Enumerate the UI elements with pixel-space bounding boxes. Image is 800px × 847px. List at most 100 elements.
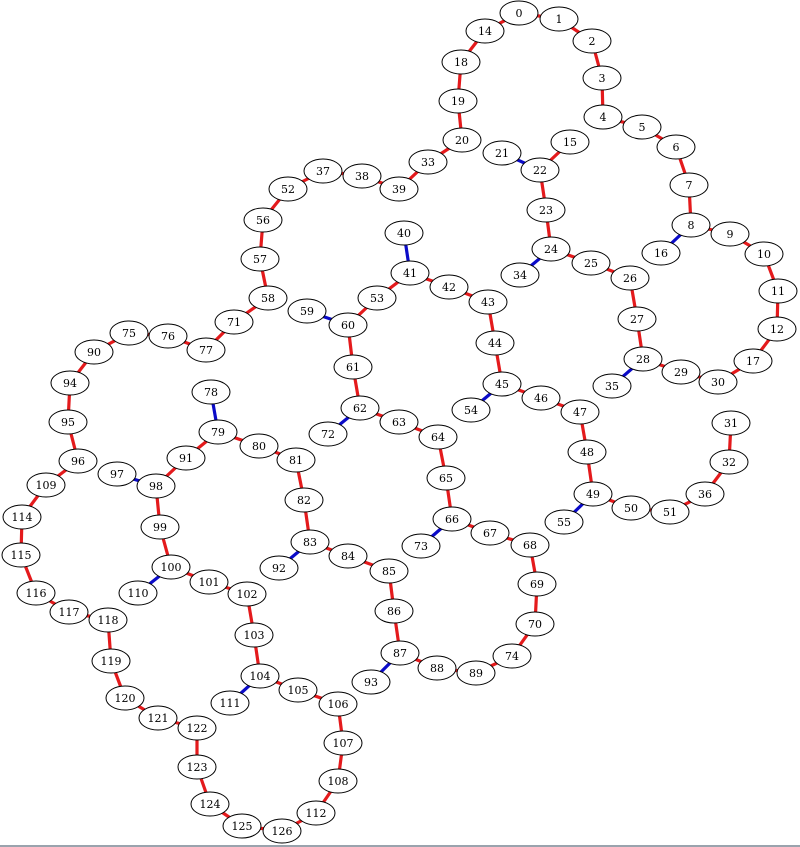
node-96[interactable]: 96 (58, 448, 98, 474)
node-51[interactable]: 51 (650, 499, 690, 525)
node-43[interactable]: 43 (468, 289, 508, 315)
node-87[interactable]: 87 (380, 640, 420, 666)
node-41[interactable]: 41 (390, 260, 430, 286)
node-92[interactable]: 92 (259, 555, 299, 581)
node-7[interactable]: 7 (669, 172, 709, 198)
node-55[interactable]: 55 (544, 509, 584, 535)
node-74[interactable]: 74 (492, 643, 532, 669)
node-83[interactable]: 83 (290, 529, 330, 555)
node-78[interactable]: 78 (191, 379, 231, 405)
node-19[interactable]: 19 (438, 88, 478, 114)
node-91[interactable]: 91 (166, 445, 206, 471)
node-48[interactable]: 48 (567, 439, 607, 465)
node-126[interactable]: 126 (262, 818, 302, 844)
node-26[interactable]: 26 (610, 265, 650, 291)
node-125[interactable]: 125 (222, 813, 262, 839)
node-34[interactable]: 34 (500, 262, 540, 288)
node-50[interactable]: 50 (611, 495, 651, 521)
node-39[interactable]: 39 (379, 176, 419, 202)
node-37[interactable]: 37 (303, 158, 343, 184)
node-8[interactable]: 8 (671, 212, 711, 238)
node-25[interactable]: 25 (571, 250, 611, 276)
node-27[interactable]: 27 (617, 306, 657, 332)
node-122[interactable]: 122 (177, 715, 217, 741)
node-24[interactable]: 24 (531, 236, 571, 262)
node-30[interactable]: 30 (698, 369, 738, 395)
node-72[interactable]: 72 (308, 421, 348, 447)
node-59[interactable]: 59 (287, 298, 327, 324)
node-29[interactable]: 29 (661, 359, 701, 385)
node-124[interactable]: 124 (190, 791, 230, 817)
node-10[interactable]: 10 (744, 241, 784, 267)
node-36[interactable]: 36 (685, 481, 725, 507)
node-105[interactable]: 105 (278, 677, 318, 703)
node-46[interactable]: 46 (521, 385, 561, 411)
node-82[interactable]: 82 (284, 487, 324, 513)
node-85[interactable]: 85 (369, 558, 409, 584)
node-62[interactable]: 62 (340, 395, 380, 421)
node-45[interactable]: 45 (482, 371, 522, 397)
node-63[interactable]: 63 (379, 409, 419, 435)
node-100[interactable]: 100 (151, 554, 191, 580)
node-108[interactable]: 108 (318, 768, 358, 794)
node-90[interactable]: 90 (74, 339, 114, 365)
node-97[interactable]: 97 (97, 461, 137, 487)
node-58[interactable]: 58 (248, 285, 288, 311)
node-84[interactable]: 84 (328, 543, 368, 569)
node-99[interactable]: 99 (140, 514, 180, 540)
node-6[interactable]: 6 (656, 134, 696, 160)
node-12[interactable]: 12 (757, 316, 797, 342)
node-49[interactable]: 49 (573, 481, 613, 507)
node-80[interactable]: 80 (239, 433, 279, 459)
node-93[interactable]: 93 (351, 669, 391, 695)
node-118[interactable]: 118 (88, 607, 128, 633)
node-69[interactable]: 69 (517, 571, 557, 597)
node-70[interactable]: 70 (515, 611, 555, 637)
node-89[interactable]: 89 (456, 660, 496, 686)
node-119[interactable]: 119 (91, 648, 131, 674)
node-22[interactable]: 22 (520, 157, 560, 183)
node-42[interactable]: 42 (429, 274, 469, 300)
node-86[interactable]: 86 (374, 598, 414, 624)
node-123[interactable]: 123 (177, 754, 217, 780)
node-111[interactable]: 111 (210, 690, 250, 716)
node-120[interactable]: 120 (105, 685, 145, 711)
node-53[interactable]: 53 (357, 285, 397, 311)
node-1[interactable]: 1 (539, 6, 579, 32)
node-109[interactable]: 109 (26, 472, 66, 498)
node-65[interactable]: 65 (426, 465, 466, 491)
node-102[interactable]: 102 (227, 581, 267, 607)
node-9[interactable]: 9 (710, 221, 750, 247)
node-44[interactable]: 44 (475, 330, 515, 356)
node-73[interactable]: 73 (401, 533, 441, 559)
node-4[interactable]: 4 (583, 104, 623, 130)
node-103[interactable]: 103 (234, 622, 274, 648)
node-11[interactable]: 11 (758, 278, 798, 304)
node-67[interactable]: 67 (470, 520, 510, 546)
node-66[interactable]: 66 (432, 506, 472, 532)
node-75[interactable]: 75 (109, 320, 149, 346)
node-38[interactable]: 38 (342, 163, 382, 189)
node-16[interactable]: 16 (641, 240, 681, 266)
node-20[interactable]: 20 (442, 127, 482, 153)
node-64[interactable]: 64 (418, 424, 458, 450)
node-116[interactable]: 116 (16, 580, 56, 606)
node-47[interactable]: 47 (560, 399, 600, 425)
node-81[interactable]: 81 (276, 447, 316, 473)
node-0[interactable]: 0 (499, 0, 539, 26)
node-60[interactable]: 60 (328, 312, 368, 338)
node-76[interactable]: 76 (148, 323, 188, 349)
node-57[interactable]: 57 (240, 246, 280, 272)
node-112[interactable]: 112 (296, 800, 336, 826)
node-31[interactable]: 31 (711, 410, 751, 436)
node-88[interactable]: 88 (417, 655, 457, 681)
node-104[interactable]: 104 (240, 663, 280, 689)
node-3[interactable]: 3 (582, 65, 622, 91)
node-28[interactable]: 28 (623, 346, 663, 372)
node-101[interactable]: 101 (189, 569, 229, 595)
node-117[interactable]: 117 (49, 599, 89, 625)
node-68[interactable]: 68 (510, 532, 550, 558)
node-52[interactable]: 52 (268, 176, 308, 202)
node-114[interactable]: 114 (2, 504, 42, 530)
node-98[interactable]: 98 (136, 473, 176, 499)
